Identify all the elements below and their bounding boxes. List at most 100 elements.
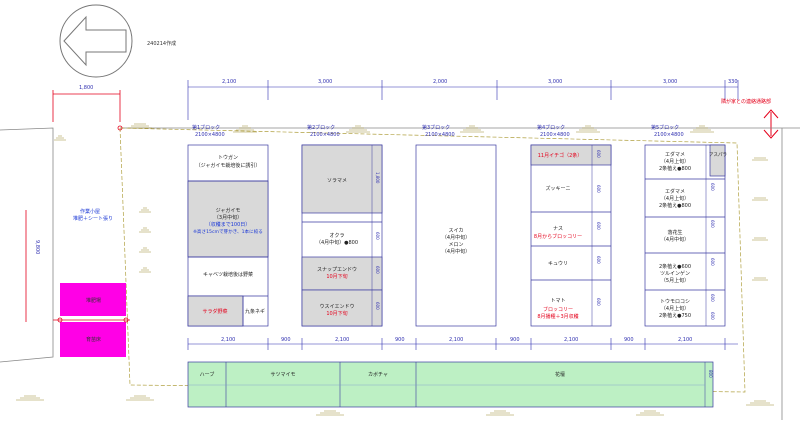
- block-5-cell-5-line-1: トウモロコシ: [660, 298, 690, 305]
- top-dim-6: 330: [728, 79, 738, 85]
- bottom-dim-7: 2,100: [564, 337, 578, 343]
- top-dim-1: 2,100: [222, 79, 236, 85]
- block-2-cell-2-line-1: オクラ: [330, 233, 345, 239]
- compost-label: 堆肥場: [86, 297, 101, 304]
- bottom-dim-4: 900: [395, 337, 405, 343]
- block-4-cell-5-red-1: ブロッコリー: [543, 306, 573, 313]
- block-2-size: 2100×4800: [310, 132, 340, 138]
- block-5-cell-2-line-1: エダマメ: [665, 188, 685, 195]
- strip-sweet-potato: サツマイモ: [270, 372, 295, 378]
- bottom-dim-3: 2,100: [335, 337, 349, 343]
- block-1-cell-5-line-1: 九条ネギ: [245, 308, 265, 315]
- block-2-cell-1-line-1: ソラマメ: [327, 178, 347, 184]
- block-5-cell-4-line-1: 2条植え●600: [659, 263, 691, 270]
- block-4-dim-4: 600: [596, 256, 601, 264]
- bottom-dim-8: 900: [624, 337, 634, 343]
- block-2: 第2ブロック 2100×4800 ソラマメ オクラ （4月中旬）●800 スナッ…: [301, 124, 383, 327]
- bottom-dim-9: 2,100: [678, 337, 692, 343]
- left-area-note-1: 作業小屋: [80, 208, 100, 215]
- marker-circle-3: [117, 125, 123, 131]
- block-5-dim-5: 600: [710, 312, 715, 320]
- block-4-cell-2-line-1: ズッキーニ: [545, 185, 570, 192]
- block-4-dim-1: 600: [596, 150, 601, 158]
- block-5-cell-2-line-3: 2条植え●800: [659, 202, 691, 209]
- top-dim-5: 3,000: [663, 79, 677, 85]
- strip-dim: 800: [708, 370, 713, 378]
- double-arrow-icon: [763, 109, 779, 139]
- block-5-cell-3-line-1: 落花生: [667, 229, 682, 236]
- plot-boundary: [119, 127, 746, 393]
- block-4-cell-3-line-1: ナス: [553, 226, 563, 232]
- block-3-name: 第3ブロック: [422, 124, 450, 131]
- block-4: 第4ブロック 2100×4800 11月イチゴ（2条） ズッキーニ ナス 8月か…: [530, 124, 612, 327]
- bottom-dimension-line: [187, 338, 738, 350]
- block-2-cell-3-line-1: スナップエンドウ: [317, 266, 357, 273]
- bottom-dim-1: 2,100: [221, 337, 235, 343]
- strip-herb: ハーブ: [200, 371, 215, 378]
- block-5-cell-4-line-3: （5月上旬）: [661, 277, 689, 284]
- neighbor-note: 隣が家との連絡通路部: [721, 98, 771, 105]
- top-dim-4: 3,000: [548, 79, 562, 85]
- seedbed-box: [60, 322, 126, 357]
- block-4-dim-3: 600: [596, 222, 601, 230]
- bottom-dim-2: 900: [281, 337, 291, 343]
- block-3-cell-1-line-3: メロン: [448, 242, 463, 248]
- block-1-cell-2-line-1: ジャガイモ: [216, 207, 241, 214]
- block-1-cell-2-line-2: （3月中旬）: [214, 214, 242, 221]
- block-5-cell-1-line-3: 2条植え●800: [659, 165, 691, 172]
- block-5-cell-5-line-2: （4月上旬）: [661, 305, 689, 312]
- block-2-cell-3-red-1: 10月下旬: [326, 273, 347, 280]
- block-4-cell-5-red-2: 8月播種＋3月収穫: [537, 313, 578, 320]
- block-4-cell-4-line-1: キュウリ: [548, 260, 568, 267]
- block-1: 第1ブロック 2100×4800 トウガン （ジャガイモ栽培後に誘引） ジャガイ…: [187, 124, 269, 327]
- block-2-cell-4-line-1: ウスイエンドウ: [320, 303, 355, 310]
- bottom-strip: ハーブ サツマイモ カボチャ 花壇 800: [187, 361, 714, 408]
- block-3-size: 2100×4800: [425, 132, 455, 138]
- block-4-name: 第4ブロック: [537, 124, 565, 131]
- top-dim-3: 2,000: [433, 79, 447, 85]
- block-1-cell-1-line-2: （ジャガイモ栽培後に誘引）: [196, 162, 261, 169]
- block-1-cell-2-blue-1: （収穫まで100日）: [206, 221, 251, 228]
- left-area-note-2: 堆肥＋シート張り: [73, 215, 113, 222]
- left-top-dimension: [52, 90, 121, 122]
- block-5-cell-5-line-3: 2条植え●750: [659, 312, 691, 319]
- strip-pumpkin: カボチャ: [368, 371, 388, 378]
- block-3: 第3ブロック 2100×4800 スイカ （4月中旬） メロン （4月中旬）: [415, 124, 497, 327]
- top-dim-2: 3,000: [318, 79, 332, 85]
- block-5-cell-1-line-1: エダマメ: [665, 151, 685, 158]
- block-5: 第5ブロック 2100×4800 アスパラ エダマメ （4月上旬） 2条植え●8…: [644, 124, 727, 327]
- compost-box: [60, 283, 126, 316]
- block-4-cell-3-red-1: 8月からブロッコリー: [534, 233, 582, 240]
- block-5-cell-3-line-2: （4月中旬）: [661, 236, 689, 243]
- block-5-dim-1: 600: [710, 183, 715, 191]
- block-2-cell-4-red-1: 10月下旬: [326, 310, 347, 317]
- block-1-size: 2100×4800: [195, 132, 225, 138]
- left-top-dim-text: 1,800: [79, 85, 93, 91]
- block-3-cell-1-line-4: （4月中旬）: [442, 248, 470, 255]
- shrub-symbols: [16, 123, 774, 416]
- block-2-dim-3: 600: [375, 266, 380, 274]
- created-date: 240214作成: [147, 40, 176, 47]
- block-1-cell-2-blue-2: ※高さ15cmで芽かき、1本に絞る: [193, 228, 263, 235]
- block-2-cell-2-line-2: （4月中旬）●800: [316, 239, 358, 246]
- block-2-dim-4: 600: [375, 302, 380, 310]
- block-1-name: 第1ブロック: [192, 124, 220, 131]
- block-4-cell-1-red-1: 11月イチゴ（2条）: [538, 152, 583, 159]
- block-3-cell-1-line-1: スイカ: [448, 228, 463, 234]
- block-3-cell-1-line-2: （4月中旬）: [442, 234, 470, 241]
- top-dimension-line: [187, 80, 739, 120]
- block-5-cell-4-line-2: ツルインゲン: [660, 270, 690, 277]
- strip-flowerbed: 花壇: [555, 371, 565, 378]
- seedbed-label: 育苗床: [86, 336, 101, 343]
- block-5-cell-2-line-2: （4月上旬）: [661, 195, 689, 202]
- block-4-cell-5-line-1: トマト: [550, 298, 565, 304]
- block-5-dim-4: 600: [710, 294, 715, 302]
- block-1-cell-3-line-1: キャベツ栽培後は野菜: [203, 271, 253, 278]
- block-5-size: 2100×4800: [654, 132, 684, 138]
- block-1-cell-4-red-1: サラダ野菜: [202, 308, 227, 315]
- block-5-dim-3: 600: [710, 258, 715, 266]
- marker-circle-2: [123, 317, 129, 323]
- block-2-name: 第2ブロック: [307, 124, 335, 131]
- block-2-dim-1: 1,800: [375, 172, 380, 184]
